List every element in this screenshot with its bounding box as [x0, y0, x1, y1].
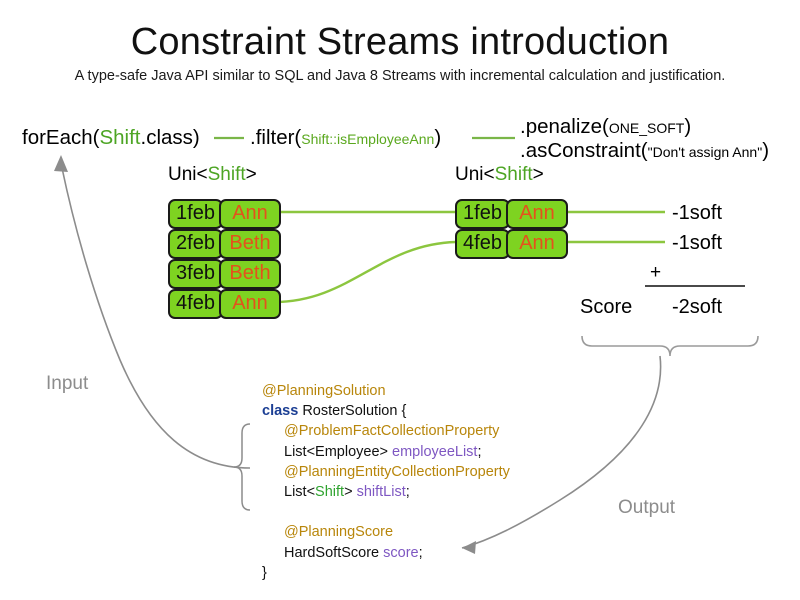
penalize-call: .penalize( [520, 115, 609, 138]
fact-date: 1feb [455, 199, 510, 229]
code-token: score [383, 544, 419, 561]
input-label: Input [46, 373, 89, 394]
fact-date: 3feb [168, 259, 223, 289]
as-constraint-call: .asConstraint( [520, 139, 648, 162]
code-token: @PlanningEntityCollectionProperty [284, 463, 510, 480]
uni-suffix: > [245, 164, 257, 185]
uni-prefix: Uni< [168, 164, 208, 185]
foreach-arg-type: Shift [99, 126, 141, 149]
input-arrow-head [54, 155, 68, 172]
code-token: @PlanningScore [284, 524, 394, 541]
filter-arg-rest: ::isEmployeeAnn [329, 131, 435, 147]
code-line: @PlanningScore [262, 522, 510, 542]
code-line: List<Shift> shiftList; [262, 482, 510, 502]
code-token: @PlanningSolution [262, 383, 386, 399]
penalty-value-2: -1soft [672, 232, 723, 254]
code-line [262, 502, 510, 522]
penalty-value-1: -1soft [672, 202, 723, 224]
code-token: } [262, 564, 267, 581]
filter-close: ) [434, 126, 442, 149]
code-line: class RosterSolution { [262, 401, 510, 421]
filter-arg-type: Shift [301, 131, 330, 147]
code-token: ; [418, 544, 423, 561]
pipeline-penalize: .penalize(ONE_SOFT) [520, 115, 691, 140]
uni-generic: Shift [207, 164, 246, 185]
page-title: Constraint Streams introduction [130, 21, 670, 63]
fact-date: 2feb [168, 229, 223, 259]
uni-generic: Shift [494, 164, 533, 185]
output-label: Output [618, 497, 676, 518]
code-line: @PlanningEntityCollectionProperty [262, 462, 510, 482]
sum-operator: + [650, 262, 662, 283]
fact-date: 4feb [455, 229, 510, 259]
fact-employee: Ann [506, 229, 568, 259]
code-line: @PlanningSolution [262, 381, 510, 401]
score-label: Score [580, 296, 633, 318]
page-subtitle: A type-safe Java API similar to SQL and … [74, 68, 726, 84]
stream-line-4feb [273, 240, 457, 304]
filter-call: .filter( [250, 126, 302, 149]
code-token: Shift [315, 484, 345, 501]
foreach-arg-rest: .class) [140, 126, 200, 149]
as-constraint-close: ) [762, 139, 770, 162]
code-token: List< [284, 484, 316, 501]
fact-date: 1feb [168, 199, 223, 229]
code-token: ; [477, 443, 482, 460]
penalize-close: ) [684, 115, 692, 138]
score-total: -2soft [672, 296, 723, 318]
code-token: HardSoftScore [284, 544, 384, 561]
code-line: @ProblemFactCollectionProperty [262, 421, 510, 441]
pipeline-filter: .filter(Shift::isEmployeeAnn) [250, 126, 441, 151]
code-token: shiftList [356, 484, 406, 501]
pipeline-foreach: forEach(Shift.class) [22, 126, 200, 150]
code-line: List<Employee> employeeList; [262, 442, 510, 462]
as-constraint-arg: "Don't assign Ann" [647, 144, 763, 160]
fact-date: 4feb [168, 289, 223, 319]
penalize-arg: ONE_SOFT [608, 120, 685, 136]
code-token: employeeList [392, 443, 478, 460]
code-token: ; [405, 484, 410, 501]
uni-suffix: > [532, 164, 544, 185]
fact-employee: Ann [219, 199, 281, 229]
code-token: @ProblemFactCollectionProperty [284, 423, 500, 440]
code-fields-brace [233, 423, 251, 511]
pipeline-as-constraint: .asConstraint("Don't assign Ann") [520, 139, 769, 164]
fact-employee: Ann [219, 289, 281, 319]
code-line: HardSoftScore score; [262, 543, 510, 563]
code-token: RosterSolution { [302, 403, 407, 420]
stream-type-label-2: Uni<Shift> [455, 164, 544, 186]
foreach-call: forEach( [22, 126, 100, 149]
fact-employee: Beth [219, 259, 281, 289]
code-token: > [344, 484, 357, 501]
uni-prefix: Uni< [455, 164, 495, 185]
fact-employee: Beth [219, 229, 281, 259]
java-source-block: @PlanningSolution class RosterSolution { @… [262, 381, 510, 583]
code-token: List<Employee> [284, 443, 393, 460]
code-line: } [262, 563, 510, 583]
score-brace [581, 335, 759, 357]
code-token: class [262, 403, 303, 420]
fact-employee: Ann [506, 199, 568, 229]
stream-type-label-1: Uni<Shift> [168, 164, 257, 186]
